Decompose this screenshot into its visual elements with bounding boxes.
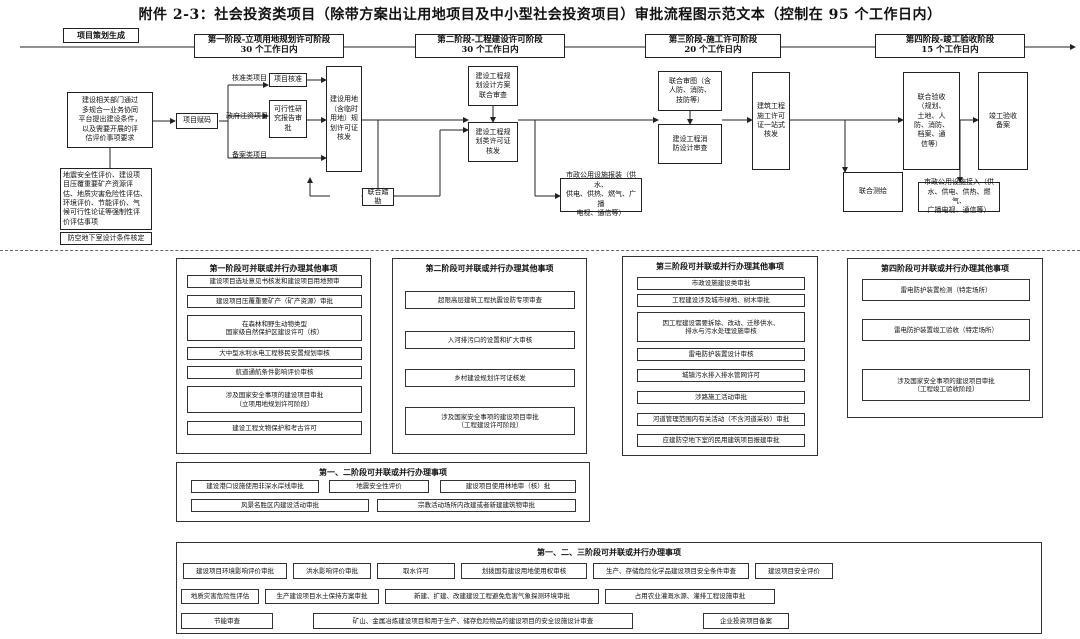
panel-title: 第一、二、三阶段可并联或并行办理事项 (537, 547, 681, 557)
stage-4-days: 15 个工作日内 (921, 44, 979, 55)
list-item[interactable]: 建设工程文物保护和考古许可 (187, 421, 362, 435)
list-item[interactable]: 风景名胜区内建设活动审批 (191, 499, 369, 512)
stage-3-days: 20 个工作日内 (684, 44, 742, 55)
joint-survey-box[interactable]: 联合踏勘 (362, 188, 394, 206)
panel-stage-4-parallel: 第四阶段可并联或并行办理其他事项 雷电防护装置检测（特定场所） 雷电防护装置竣工… (847, 258, 1043, 418)
list-item[interactable]: 地震安全性评价 (329, 480, 429, 493)
s2-joint-review-box[interactable]: 建设工程规 划设计方案 联合审查 (468, 66, 518, 106)
list-item[interactable]: 城镇污水排入排水管网许可 (637, 369, 805, 382)
construction-conditions-box[interactable]: 建设相关部门通过 多规合一业务协同 平台提出建设条件， 以及需要开展的评 估评价… (67, 92, 153, 148)
list-item[interactable]: 生产建设项目水土保持方案审批 (265, 589, 379, 604)
s2-planning-permit-box[interactable]: 建设工程规 划类许可证 核发 (468, 122, 518, 162)
utility-connect-box[interactable]: 市政公用设施接入（供 水、供电、供热、燃气、 广播电视、通信等） (918, 178, 1000, 214)
list-item[interactable]: 乡村建设规划许可证核发 (405, 369, 575, 387)
list-item[interactable]: 建设项目压覆重要矿产（矿产资源）审批 (187, 295, 362, 308)
stage-3-header[interactable]: 第三阶段-施工许可阶段 20 个工作日内 (645, 34, 781, 58)
list-item[interactable]: 建设港口设施使用非深水岸线审批 (191, 480, 319, 493)
s3-fire-design-review-box[interactable]: 建设工程消 防设计审查 (658, 124, 722, 164)
s4-completion-record-box[interactable]: 竣工验收 备案 (978, 72, 1028, 170)
list-item[interactable]: 矿山、金属冶炼建设项目和用于生产、储存危险物品的建设项目的安全设施设计审查 (313, 613, 633, 629)
list-item[interactable]: 划拨国有建设用地使用权审核 (461, 563, 587, 579)
project-code-box[interactable]: 项目赋码 (176, 113, 218, 129)
panel-title: 第三阶段可并联或并行办理其他事项 (656, 261, 784, 271)
list-item[interactable]: 涉路施工活动审批 (637, 391, 805, 404)
branch-record-label: 备案类项目 (232, 151, 267, 159)
list-item[interactable]: 取水许可 (377, 563, 455, 579)
list-item[interactable]: 在森林和野生动物类型 国家级自然保护区建设许可（核） (187, 315, 362, 341)
list-item[interactable]: 涉及国家安全事项的建设项目审批 （立项用地规划许可阶段） (187, 386, 362, 413)
stage-2-days: 30 个工作日内 (461, 44, 519, 55)
page-title: 附件 2-3：社会投资类项目（除带方案出让用地项目及中小型社会投资项目）审批流程… (138, 7, 942, 23)
land-planning-permit-box[interactable]: 建设用地 （含临时 用地）规 划许可证 核发 (326, 66, 362, 172)
list-item[interactable]: 因工程建设需要拆除、改动、迁移供水、 排水与污水处理设施审核 (637, 312, 805, 342)
list-item[interactable]: 建设项目环境影响评价审批 (183, 563, 287, 579)
panel-title: 第二阶段可并联或并行办理其他事项 (425, 263, 554, 273)
s3-construction-permit-box[interactable]: 建筑工程 施工许可 证一站式 核发 (752, 72, 790, 170)
stage-2-name: 第二阶段-工程建设许可阶段 (437, 35, 543, 45)
s3-joint-drawing-review-box[interactable]: 联合审图（含 人防、消防、 技防等） (658, 71, 722, 111)
branch-gov-label: 政府注资项目 (226, 112, 268, 120)
joint-mapping-box[interactable]: 联合测绘 (843, 172, 903, 212)
section-divider (0, 250, 1080, 251)
stage-3-name: 第三阶段-施工许可阶段 (668, 35, 758, 45)
civil-defense-condition-box[interactable]: 防空地下室设计条件核定 (60, 232, 152, 245)
list-item[interactable]: 建设项目使用林地审（核）批 (440, 480, 576, 493)
list-item[interactable]: 建设项目选址意见书核发和建设项目用地预审 (187, 275, 362, 288)
stage-2-header[interactable]: 第二阶段-工程建设许可阶段 30 个工作日内 (415, 34, 565, 58)
list-item[interactable]: 市政设施建设类审批 (637, 277, 805, 290)
list-item[interactable]: 地质灾害危险性评估 (181, 589, 259, 604)
panel-title: 第四阶段可并联或并行办理其他事项 (881, 263, 1009, 273)
panel-title: 第一阶段可并联或并行办理其他事项 (209, 263, 338, 273)
panel-stage-1-parallel: 第一阶段可并联或并行办理其他事项 建设项目选址意见书核发和建设项目用地预审 建设… (176, 258, 371, 454)
stage-1-days: 30 个工作日内 (240, 44, 298, 55)
list-item[interactable]: 新建、扩建、改建建设工程避免危害气象探测环境审批 (385, 589, 599, 604)
feasibility-approval-box[interactable]: 可行性研 究报告审 批 (269, 100, 307, 138)
list-item[interactable]: 涉及国家安全事项的建设项目审批 （工程竣工验收阶段） (862, 369, 1030, 401)
list-item[interactable]: 建设项目安全评价 (755, 563, 833, 579)
list-item[interactable]: 超限高层建筑工程抗震设防专项审查 (405, 291, 575, 309)
panel-stage-1-2-3-parallel: 第一、二、三阶段可并联或并行办理事项 建设项目环境影响评价审批 洪水影响评价审批… (176, 542, 1042, 634)
stage-1-header[interactable]: 第一阶段-立项用地规划许可阶段 30 个工作日内 (194, 34, 344, 58)
list-item[interactable]: 占用农业灌溉水源、灌排工程设施审批 (605, 589, 775, 604)
list-item[interactable]: 企业投资项目备案 (703, 613, 789, 629)
panel-stage-2-parallel: 第二阶段可并联或并行办理其他事项 超限高层建筑工程抗震设防专项审查 入河排污口的… (392, 258, 587, 454)
panel-title: 第一、二阶段可并联或并行办理事项 (319, 467, 447, 477)
list-item[interactable]: 生产、存储危险化学品建设项目安全条件审查 (593, 563, 749, 579)
project-approval-box[interactable]: 项目核准 (269, 73, 307, 87)
list-item[interactable]: 工程建设涉及城市绿地、树木审批 (637, 294, 805, 307)
panel-stage-3-parallel: 第三阶段可并联或并行办理其他事项 市政设施建设类审批 工程建设涉及城市绿地、树木… (622, 256, 818, 456)
mandatory-evaluation-box[interactable]: 地震安全性评价、建设项 目压覆重要矿产资源评 估、地质灾害危险性评估、 环境评价… (60, 168, 152, 230)
list-item[interactable]: 入河排污口的设置和扩大审核 (405, 331, 575, 349)
list-item[interactable]: 宗教活动场所内改建或者新建建筑物审批 (377, 499, 576, 512)
start-box[interactable]: 项目策划生成 (63, 28, 139, 43)
stage-4-name: 第四阶段-竣工验收阶段 (905, 35, 995, 45)
panel-stage-1-2-parallel: 第一、二阶段可并联或并行办理事项 建设港口设施使用非深水岸线审批 地震安全性评价… (176, 462, 590, 522)
branch-approve-label: 核准类项目 (232, 74, 267, 82)
list-item[interactable]: 雷电防护装置检测（特定场所） (862, 279, 1030, 301)
list-item[interactable]: 大中型水利水电工程移民安置规划审核 (187, 347, 362, 360)
list-item[interactable]: 雷电防护装置设计审核 (637, 348, 805, 361)
list-item[interactable]: 洪水影响评价审批 (293, 563, 371, 579)
list-item[interactable]: 航道通航条件影响评价审核 (187, 366, 362, 379)
list-item[interactable]: 节能审查 (181, 613, 273, 629)
list-item[interactable]: 河道管理范围内有关活动（不含河道采砂）审批 (637, 413, 805, 426)
list-item[interactable]: 雷电防护装置竣工验收（特定场所） (862, 319, 1030, 341)
s4-joint-acceptance-box[interactable]: 联合验收 （规划、 土地、人 防、消防、 档案、通 信等） (903, 72, 960, 170)
stage-4-header[interactable]: 第四阶段-竣工验收阶段 15 个工作日内 (875, 34, 1025, 58)
stage-1-name: 第一阶段-立项用地规划许可阶段 (207, 35, 331, 45)
list-item[interactable]: 涉及国家安全事项的建设项目审批 （工程建设许可阶段） (405, 407, 575, 435)
list-item[interactable]: 应建防空地下室的民用建筑项目报建审批 (637, 434, 805, 447)
public-utility-apply-box[interactable]: 市政公用设施报装（供水、 供电、供热、燃气、广播 电视、通信等） (560, 171, 642, 217)
